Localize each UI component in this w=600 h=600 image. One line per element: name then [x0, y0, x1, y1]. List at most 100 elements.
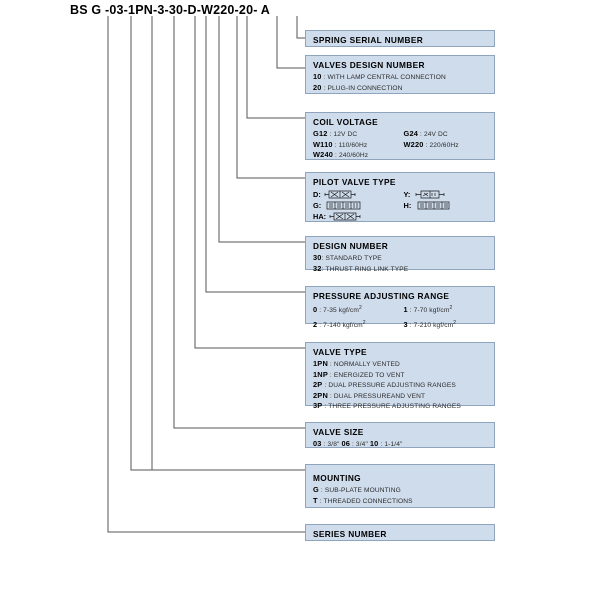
- option-sep: :: [321, 74, 328, 81]
- option-row: G : SUB-PLATE MOUNTING: [313, 485, 494, 496]
- option-sep: :: [378, 441, 385, 448]
- option-cell: 2 : 7-140 kgf/cm2: [313, 319, 404, 331]
- option-row: 03 : 3/8" 06 : 3/4" 10 : 1-1/4": [313, 439, 494, 450]
- option-sep: :: [318, 487, 325, 494]
- option-row: 2P : DUAL PRESSURE ADJUSTING RANGES: [313, 380, 494, 391]
- option-code: 3P: [313, 401, 323, 411]
- box-title: VALVE TYPE: [313, 347, 367, 357]
- option-sep: :: [317, 321, 324, 329]
- option-code: G:: [313, 201, 322, 210]
- option-code: 3: [403, 319, 408, 329]
- option-exponent: 2: [449, 305, 453, 311]
- valve-symbol-g-icon: [326, 201, 361, 210]
- option-code: 1PN: [313, 359, 328, 368]
- option-code: Y:: [403, 190, 411, 199]
- option-desc: ENERGIZED TO VENT: [333, 371, 405, 379]
- box-title: VALVES DESIGN NUMBER: [313, 60, 425, 70]
- option-desc: THRUST RING LINK TYPE: [325, 265, 409, 273]
- option-code: 2: [313, 319, 318, 329]
- box-title: SPRING SERIAL NUMBER: [313, 35, 424, 45]
- option-code: 10: [313, 72, 322, 81]
- valve-symbol-h-icon: [417, 201, 450, 210]
- option-row: G12 : 12V DC G24 : 24V DC: [313, 129, 494, 140]
- option-code: 2PN: [313, 390, 328, 400]
- option-desc: 220/60Hz: [429, 141, 459, 149]
- valve-symbol-d-icon: [324, 190, 356, 199]
- option-cell: H:: [404, 200, 495, 211]
- option-sep: :: [321, 441, 328, 448]
- option-desc: 3/8": [327, 441, 340, 448]
- option-cell: G24 : 24V DC: [404, 129, 495, 140]
- option-sep: :: [327, 371, 334, 379]
- option-sep: :: [407, 307, 414, 315]
- option-desc: THREE PRESSURE ADJUSTING RANGES: [328, 403, 461, 411]
- option-row: W110 : 110/60Hz W220 : 220/60Hz: [313, 140, 494, 151]
- option-desc: STANDARD TYPE: [325, 255, 382, 262]
- box-valves-design-number: VALVES DESIGN NUMBER 10 : WITH LAMP CENT…: [305, 55, 495, 94]
- option-code: HA:: [313, 212, 327, 221]
- valve-symbol-ha-icon: [329, 212, 361, 221]
- option-desc: 110/60Hz: [338, 141, 368, 149]
- option-sep: :: [407, 321, 414, 329]
- box-series-number: SERIES NUMBER: [305, 524, 495, 541]
- box-coil-voltage: COIL VOLTAGE G12 : 12V DC G24 : 24V DC W…: [305, 112, 495, 160]
- option-code: W240: [313, 150, 334, 160]
- option-cell: 0 : 7-35 kgf/cm2: [313, 304, 404, 316]
- box-spring-serial-number: SPRING SERIAL NUMBER: [305, 30, 495, 47]
- option-exponent: 2: [362, 319, 366, 326]
- option-cell: D:: [313, 189, 404, 200]
- option-desc: 7-70 kgf/cm: [413, 307, 450, 315]
- option-code: 30: [313, 253, 322, 262]
- option-desc: PLUG-IN CONNECTION: [327, 84, 403, 92]
- option-row: T : THREADED CONNECTIONS: [313, 496, 494, 507]
- option-code: G: [313, 485, 319, 494]
- option-exponent: 2: [358, 305, 362, 311]
- option-code: D:: [313, 190, 321, 199]
- option-desc: DUAL PRESSUREAND VENT: [333, 392, 426, 400]
- box-title: DESIGN NUMBER: [313, 241, 389, 251]
- option-code: 06: [341, 439, 351, 448]
- option-cell: G:: [313, 200, 404, 211]
- option-desc: 24V DC: [423, 131, 448, 138]
- option-desc: DUAL PRESSURE ADJUSTING RANGES: [328, 382, 456, 390]
- option-cell: W110 : 110/60Hz: [313, 140, 404, 151]
- option-row: 10 : WITH LAMP CENTRAL CONNECTION: [313, 72, 494, 83]
- option-exponent: 2: [453, 319, 457, 326]
- option-row: 30: STANDARD TYPE: [313, 253, 494, 264]
- option-row: 2 : 7-140 kgf/cm2 3 : 7-210 kgf/cm2: [313, 319, 494, 331]
- box-design-number: DESIGN NUMBER 30: STANDARD TYPE 32: THRU…: [305, 236, 495, 273]
- option-desc: WITH LAMP CENTRAL CONNECTION: [327, 74, 446, 81]
- option-row: 20 : PLUG-IN CONNECTION: [313, 83, 494, 94]
- option-code: W110: [313, 139, 333, 149]
- option-cell: W220 : 220/60Hz: [404, 140, 495, 151]
- option-sep: :: [327, 361, 334, 368]
- option-sep: :: [321, 265, 326, 273]
- option-row: 3P : THREE PRESSURE ADJUSTING RANGES: [313, 401, 494, 412]
- box-title: COIL VOLTAGE: [313, 117, 379, 127]
- option-sep: :: [327, 392, 334, 400]
- box-title: SERIES NUMBER: [313, 529, 387, 539]
- option-sep: :: [423, 141, 430, 149]
- option-code: 1NP: [313, 369, 328, 379]
- option-code: 32: [313, 263, 322, 273]
- option-cell: HA:: [313, 211, 409, 222]
- valve-symbol-y-icon: [415, 190, 445, 199]
- option-code: 20: [313, 82, 322, 92]
- box-title: PILOT VALVE TYPE: [313, 177, 396, 187]
- option-row: HA:: [313, 211, 494, 222]
- option-cell: G12 : 12V DC: [313, 129, 404, 140]
- option-code: W220: [403, 139, 424, 149]
- option-cell: W240 : 240/60Hz: [313, 150, 409, 161]
- option-sep: :: [321, 84, 328, 92]
- option-sep: :: [317, 307, 324, 315]
- option-desc: THREADED CONNECTIONS: [323, 497, 413, 505]
- option-desc: 12V DC: [333, 131, 358, 138]
- option-row: 2PN : DUAL PRESSUREAND VENT: [313, 391, 494, 402]
- option-sep: :: [322, 382, 329, 390]
- box-valve-size: VALVE SIZE 03 : 3/8" 06 : 3/4" 10 : 1-1/…: [305, 422, 495, 448]
- option-sep: :: [327, 131, 334, 138]
- option-sep: :: [332, 141, 339, 149]
- option-row: 1NP : ENERGIZED TO VENT: [313, 370, 494, 381]
